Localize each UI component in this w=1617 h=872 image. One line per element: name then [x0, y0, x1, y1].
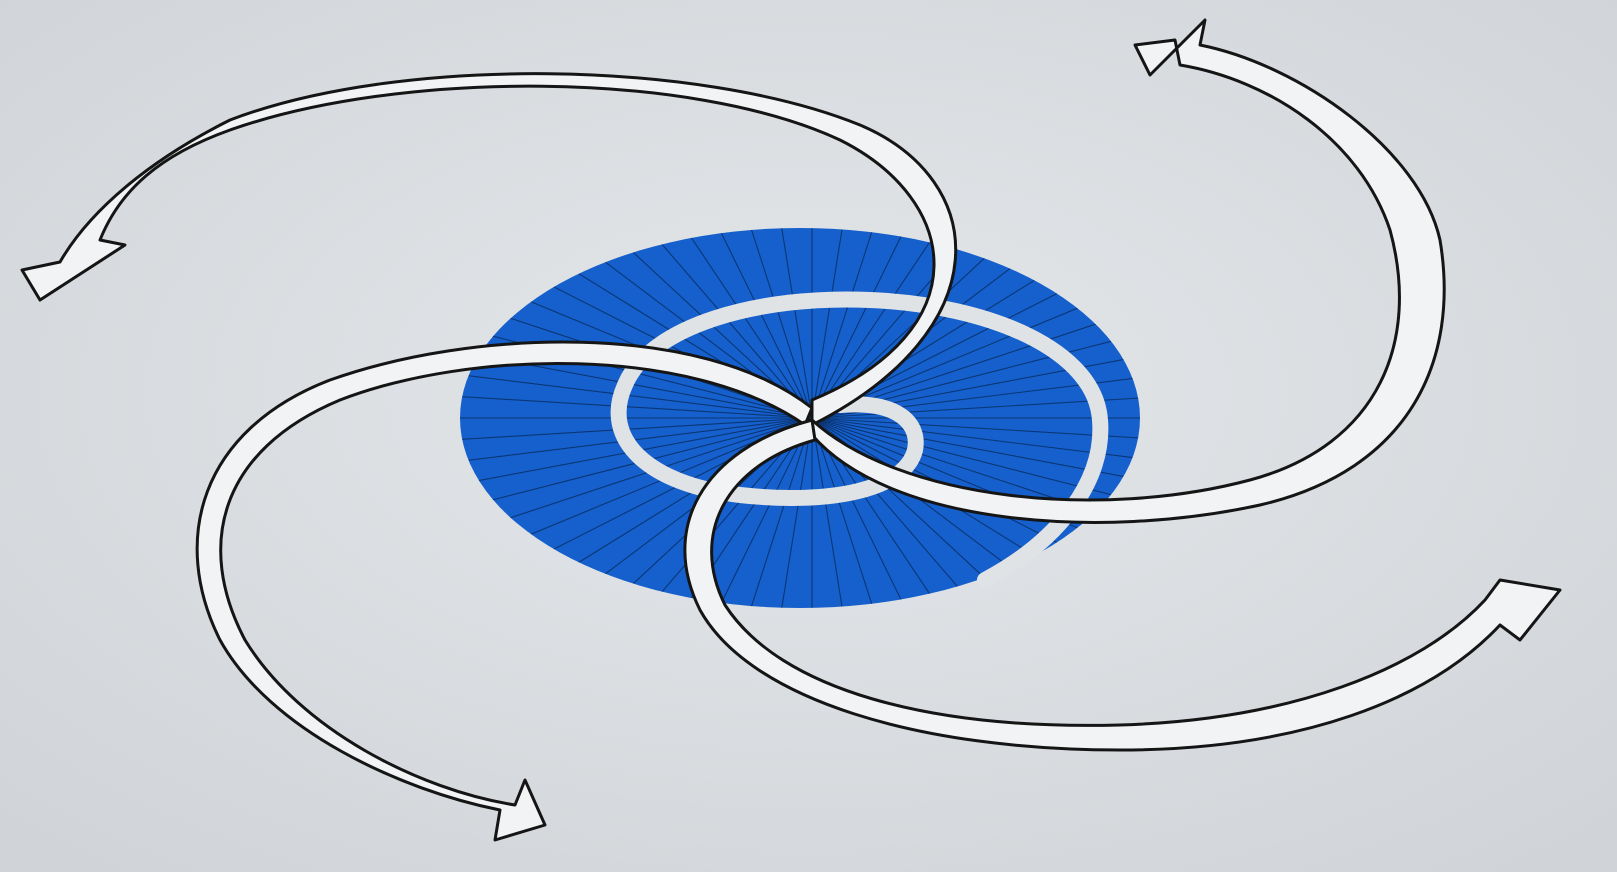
logo-canvas	[0, 0, 1617, 872]
pinwheel-arrows-logo	[0, 0, 1617, 872]
